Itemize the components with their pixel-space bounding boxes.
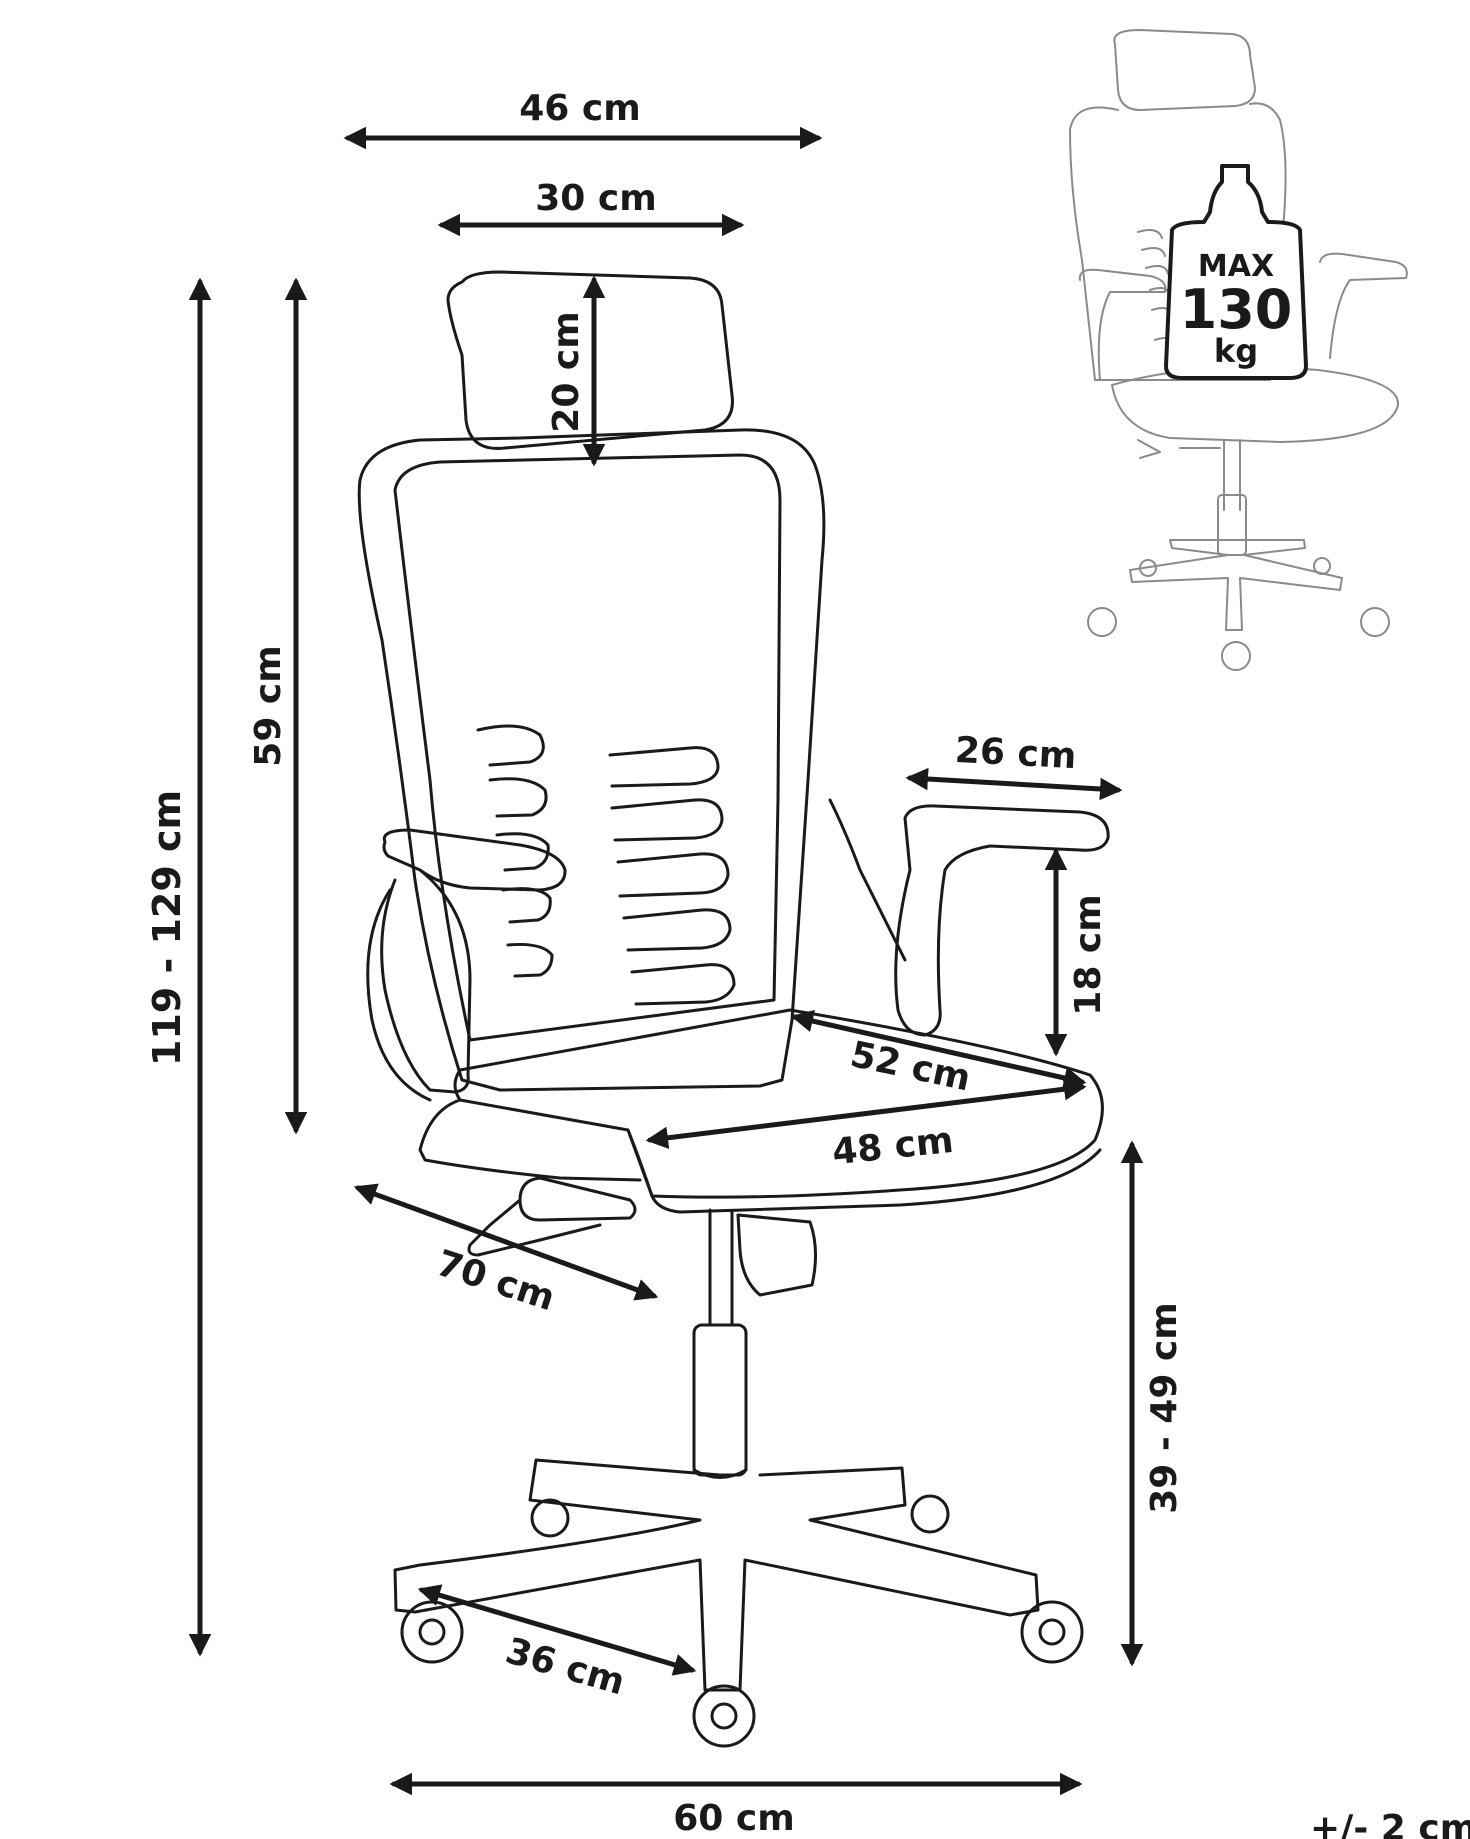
headrest [446, 270, 734, 450]
cylinder-housing [692, 1323, 748, 1477]
max-load-value: 130 [1180, 278, 1293, 341]
left-armrest [380, 828, 567, 1094]
tilt-lever [467, 1198, 602, 1257]
max-load-unit: kg [1214, 332, 1258, 370]
chair-drawing [357, 270, 1110, 1748]
arrow-seat-depth [790, 1010, 1087, 1089]
gas-cylinder [708, 1208, 734, 1327]
seat-mechanism [518, 1176, 637, 1222]
arrow-leg-length [417, 1584, 697, 1676]
label-total-width: 46 cm [519, 88, 640, 129]
label-tolerance: +/- 2 cm [1310, 1808, 1470, 1839]
lumbar-ribs-left [476, 724, 554, 978]
label-headrest-width: 30 cm [535, 178, 656, 219]
max-load-weight-icon: MAX 130 kg [1164, 164, 1308, 380]
dimension-arrows [188, 126, 1144, 1796]
label-headrest-height: 20 cm [546, 311, 587, 432]
label-backrest-height: 59 cm [248, 645, 289, 766]
label-seat-height: 39 - 49 cm [1144, 1302, 1185, 1514]
backrest-mesh [393, 453, 782, 1042]
seat-side [418, 1098, 642, 1182]
chair-base [393, 1458, 1040, 1692]
seat-cushion [453, 1008, 1104, 1199]
gas-lift-cover [736, 1213, 818, 1297]
base-hub [692, 1468, 748, 1479]
label-total-height: 119 - 129 cm [145, 790, 189, 1066]
label-seat-width: 48 cm [830, 1120, 955, 1173]
label-armrest-height: 18 cm [1068, 894, 1109, 1015]
label-armrest-length: 26 cm [954, 730, 1077, 777]
arrow-base-depth [353, 1183, 659, 1301]
arrow-armrest-length [905, 767, 1123, 801]
lumbar-ribs-right [608, 746, 736, 1006]
left-armrest-support [366, 888, 432, 1102]
right-armrest-link [828, 798, 907, 962]
backrest-frame [357, 428, 826, 1092]
max-load-label: MAX [1198, 249, 1274, 284]
label-base-width: 60 cm [673, 1798, 794, 1839]
inset-chair [1069, 29, 1408, 671]
label-leg-length: 36 cm [501, 1630, 629, 1703]
arrow-seat-width [645, 1078, 1087, 1149]
